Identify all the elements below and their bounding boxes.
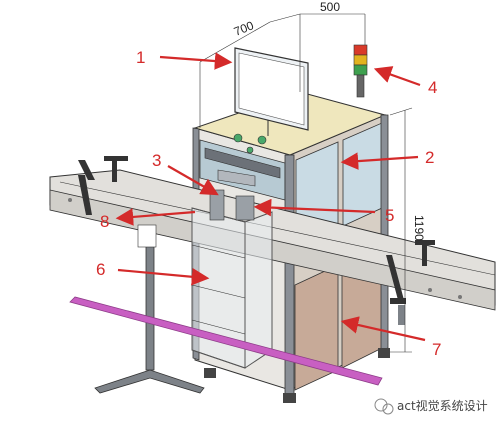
purple-guide-rail — [69, 296, 383, 386]
callout-4: 4 — [428, 78, 437, 97]
dimension-height-label: 1190 — [412, 215, 426, 241]
stack-light — [353, 44, 368, 98]
arrow-6 — [117, 268, 210, 286]
arrow-4 — [373, 66, 421, 87]
callout-arrows — [115, 52, 426, 342]
dimension-depth-label: 700 — [232, 18, 256, 39]
dimension-width-label: 500 — [320, 0, 340, 14]
inspection-chamber — [191, 169, 273, 369]
callout-1: 1 — [136, 48, 145, 67]
watermark: act视觉系统设计 — [374, 398, 488, 415]
dimension-lines — [199, 13, 413, 353]
callout-8: 8 — [100, 212, 109, 231]
callout-6: 6 — [96, 260, 105, 279]
arrow-2 — [340, 152, 419, 170]
watermark-text: act视觉系统设计 — [397, 398, 488, 413]
callout-3: 3 — [152, 151, 161, 170]
arrow-1 — [159, 52, 233, 70]
arrow-3 — [167, 165, 219, 196]
callout-5: 5 — [385, 206, 394, 225]
callout-2: 2 — [425, 148, 434, 167]
arrow-7 — [340, 316, 426, 342]
wechat-icon — [374, 398, 388, 412]
arrow-8 — [115, 208, 196, 226]
arrow-5 — [253, 198, 376, 217]
monitor — [234, 47, 309, 136]
callout-7: 7 — [432, 340, 441, 359]
